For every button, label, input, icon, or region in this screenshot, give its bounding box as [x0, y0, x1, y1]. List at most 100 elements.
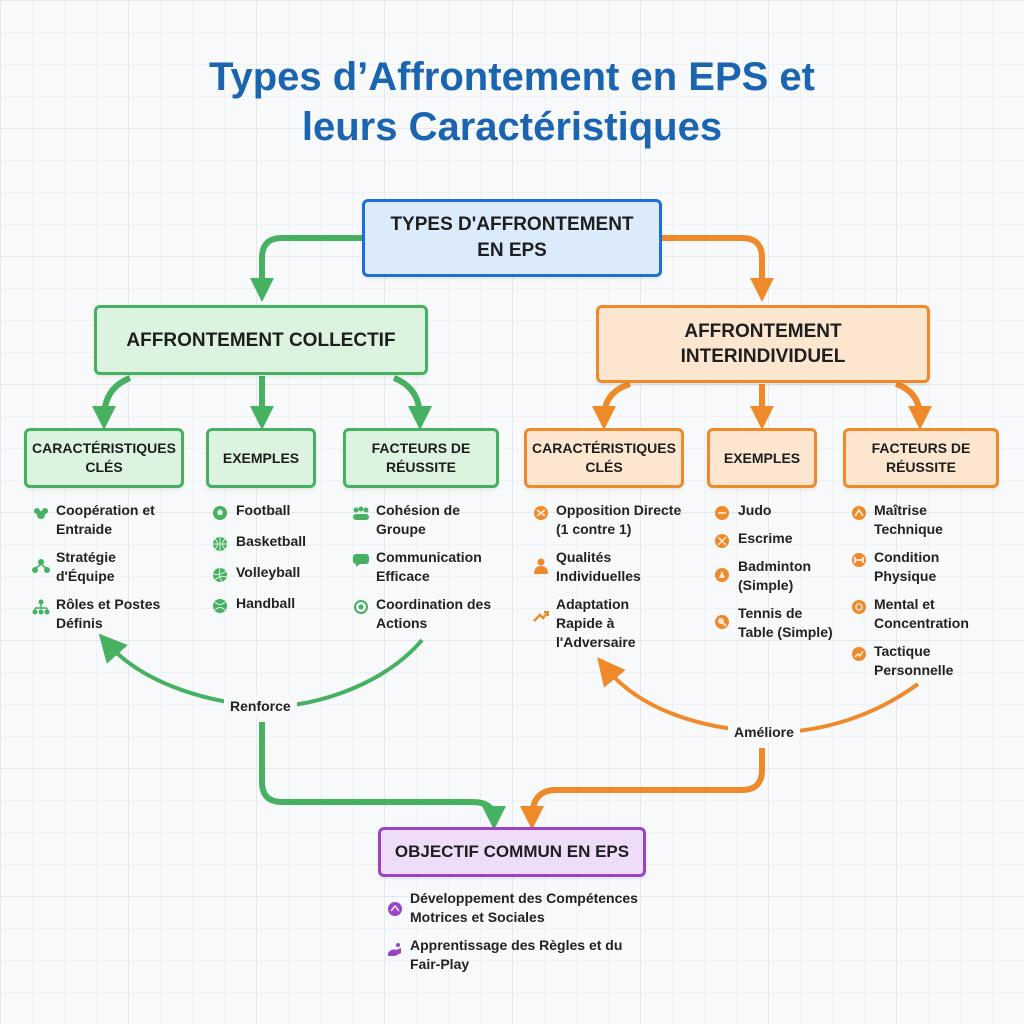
collective-exemples-node[interactable]: EXEMPLES	[206, 428, 316, 488]
fencing-icon	[715, 534, 729, 548]
list-item: Développement des Compétences Motrices e…	[384, 889, 684, 927]
collective-exemples-header: EXEMPLES	[222, 449, 300, 466]
chat-icon	[353, 554, 369, 567]
list-item-line-2: (1 contre 1)	[556, 521, 632, 537]
list-item-line-2: Motrices et Sociales	[410, 909, 545, 925]
root-node-line-2: EN EPS	[477, 240, 547, 261]
list-item-line-1: Développement des Compétences	[410, 890, 638, 906]
list-item-line-2: Groupe	[376, 521, 426, 537]
list-item-line-1: Rôles et Postes	[56, 596, 161, 612]
collective-loop-label: Renforce	[224, 695, 297, 717]
list-item-line-2: Individuelles	[556, 568, 641, 584]
list-item-line-1: Stratégie	[56, 549, 116, 565]
volleyball-icon	[212, 567, 228, 583]
individual-node[interactable]: AFFRONTEMENT INTERINDIVIDUEL	[596, 305, 930, 383]
individual-node-line-1: AFFRONTEMENT	[684, 321, 842, 342]
list-item-line-2: Entraide	[56, 521, 113, 537]
individual-exemples-list: Judo Escrime Badminton (Simple) Tennis d…	[712, 501, 852, 642]
list-item-line-1: Cohésion de	[376, 502, 461, 518]
list-item-line-2: Physique	[874, 568, 937, 584]
list-item-line-2: Personnelle	[874, 662, 954, 678]
list-item-line-1: Tactique	[874, 643, 931, 659]
root-node[interactable]: TYPES D'AFFRONTEMENT EN EPS	[362, 199, 662, 277]
list-item-line-1: Badminton	[738, 558, 812, 574]
list-item: Mental et Concentration	[848, 595, 1018, 633]
list-item-line-1: Adaptation	[556, 596, 630, 612]
list-item-line-1: Condition	[874, 549, 940, 565]
list-item-line-1: Communication	[376, 549, 482, 565]
fair-play-icon	[388, 943, 401, 956]
list-item: Football	[210, 501, 340, 520]
football-icon	[213, 506, 227, 520]
list-item: Handball	[210, 594, 340, 613]
list-item-line-1: Qualités	[556, 549, 612, 565]
edge-individual-facteurs	[894, 381, 932, 430]
objectif-node-title: OBJECTIF COMMUN EN EPS	[394, 842, 630, 861]
list-item-line-2: Actions	[376, 615, 428, 631]
edge-collective-facteurs	[392, 375, 432, 430]
list-item-line-1: Opposition Directe	[556, 502, 682, 518]
objectif-list: Développement des Compétences Motrices e…	[384, 889, 684, 974]
individual-exemples-node[interactable]: EXEMPLES	[707, 428, 817, 488]
list-item-line-2: (Simple)	[738, 577, 794, 593]
technique-icon	[852, 506, 866, 520]
list-item: Apprentissage des Règles et du Fair-Play	[384, 936, 684, 974]
list-item-line-1: Tennis de	[738, 605, 803, 621]
individual-loop-label: Améliore	[728, 721, 800, 743]
collective-caracteristiques-node[interactable]: CARACTÉRISTIQUES CLÉS	[24, 428, 184, 488]
list-item-label: Basketball	[236, 533, 307, 549]
list-item-line-2: Définis	[56, 615, 103, 631]
roles-icon	[32, 599, 50, 615]
list-item: Communication Efficace	[350, 548, 520, 586]
page-title: Types d’Affrontement en EPS et leurs Car…	[0, 52, 1024, 152]
basketball-icon	[213, 537, 227, 551]
list-item-line-2: Technique	[874, 521, 943, 537]
objectif-node[interactable]: OBJECTIF COMMUN EN EPS	[378, 827, 646, 877]
list-item: Qualités Individuelles	[530, 548, 710, 586]
list-item: Coordination des Actions	[350, 595, 520, 633]
list-item-line-1: Apprentissage des Règles et du	[410, 937, 623, 953]
individual-caracteristiques-list: Opposition Directe (1 contre 1) Qualités…	[530, 501, 710, 652]
edge-individual-objectif	[520, 748, 765, 830]
list-item: Cohésion de Groupe	[350, 501, 520, 539]
collective-facteurs-header-line-1: FACTEURS DE	[371, 440, 471, 456]
person-icon	[534, 558, 548, 574]
list-item-line-1: Escrime	[738, 530, 793, 546]
list-item-line-2: Fair-Play	[410, 956, 470, 972]
edge-individual-caracteristiques	[592, 381, 632, 430]
list-item: Judo	[712, 501, 852, 520]
versus-icon	[534, 506, 548, 520]
coordination-icon	[354, 600, 368, 614]
collective-caracteristiques-header-line-2: CLÉS	[85, 459, 123, 475]
list-item: Volleyball	[210, 563, 340, 583]
list-item-line-1: Mental et	[874, 596, 935, 612]
individual-exemples-header: EXEMPLES	[723, 449, 801, 466]
individual-facteurs-node[interactable]: FACTEURS DE RÉUSSITE	[843, 428, 999, 488]
list-item-line-2: Efficace	[376, 568, 430, 584]
collective-caracteristiques-list: Coopération et Entraide Stratégie d'Équi…	[30, 501, 210, 633]
team-icon	[34, 508, 48, 519]
list-item-line-1: Coordination des	[376, 596, 492, 612]
list-item: Badminton (Simple)	[712, 557, 852, 595]
list-item-line-2: Table (Simple)	[738, 624, 833, 640]
individual-facteurs-header-line-1: FACTEURS DE	[871, 440, 971, 456]
list-item-line-2: Concentration	[874, 615, 969, 631]
individual-facteurs-header-line-2: RÉUSSITE	[885, 459, 956, 475]
list-item-line-2: Rapide à	[556, 615, 615, 631]
root-node-line-1: TYPES D'AFFRONTEMENT	[390, 214, 634, 235]
handball-icon	[213, 599, 227, 613]
individual-caracteristiques-node[interactable]: CARACTÉRISTIQUES CLÉS	[524, 428, 684, 488]
list-item-line-1: Coopération et	[56, 502, 155, 518]
list-item-line-1: Judo	[738, 502, 772, 518]
list-item-line-3: l'Adversaire	[556, 634, 636, 650]
collective-facteurs-node[interactable]: FACTEURS DE RÉUSSITE	[343, 428, 499, 488]
list-item: Coopération et Entraide	[30, 501, 210, 539]
fitness-icon	[852, 553, 866, 567]
edge-collective-caracteristiques	[92, 375, 132, 430]
adapt-icon	[533, 611, 549, 622]
group-icon	[353, 506, 369, 520]
list-item: Escrime	[712, 529, 852, 548]
collective-node[interactable]: AFFRONTEMENT COLLECTIF	[94, 305, 428, 375]
collective-exemples-list: Football Basketball Volleyball Handball	[210, 501, 340, 613]
list-item: Maîtrise Technique	[848, 501, 1018, 539]
